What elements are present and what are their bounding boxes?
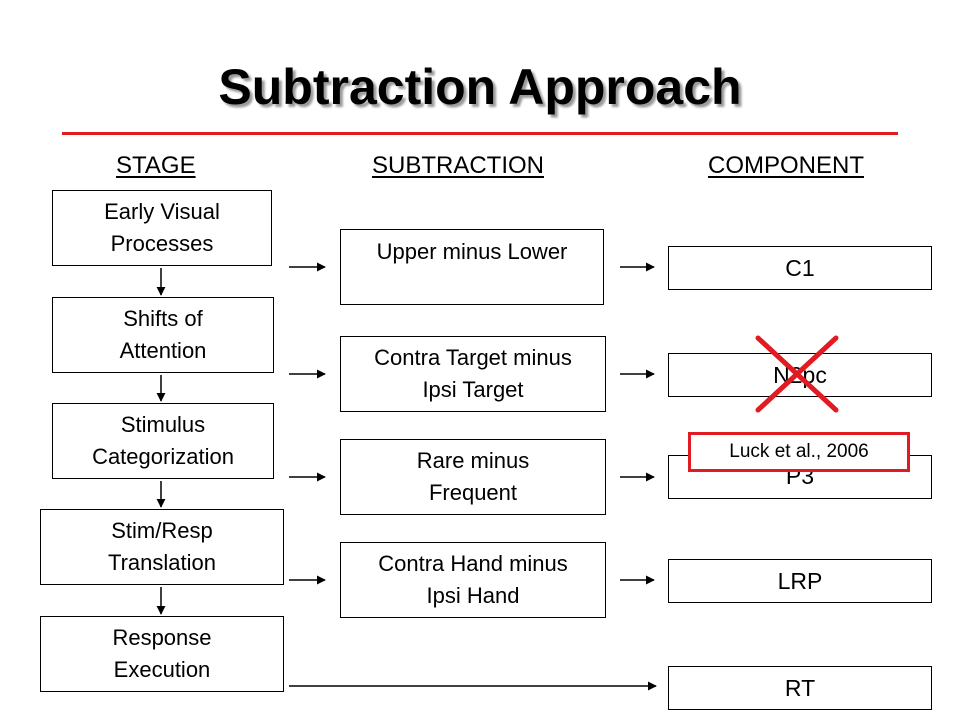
component-label: LRP — [777, 568, 823, 594]
stage-line2: Execution — [113, 657, 211, 682]
stage-line2: Translation — [107, 550, 216, 575]
stage-line1: Response — [112, 625, 212, 650]
stage-line2: Processes — [110, 231, 214, 256]
component-box-lrp: LRP — [668, 559, 932, 603]
stage-box-shifts-of-attention: Shifts of Attention — [52, 297, 274, 373]
component-box-c1: C1 — [668, 246, 932, 290]
subtraction-line1: Upper minus Lower — [376, 239, 568, 264]
title-underline — [62, 132, 898, 135]
citation-note: Luck et al., 2006 — [688, 432, 910, 472]
header-component: COMPONENT — [708, 152, 864, 179]
component-box-rt: RT — [668, 666, 932, 710]
header-stage: STAGE — [116, 152, 196, 179]
stage-line2: Attention — [119, 338, 207, 363]
component-box-n2pc: N2pc — [668, 353, 932, 397]
subtraction-line1: Contra Hand minus — [378, 551, 568, 576]
subtraction-line2: Ipsi Hand — [426, 583, 520, 608]
subtraction-line2: Frequent — [428, 480, 518, 505]
stage-line1: Stim/Resp — [111, 518, 213, 543]
stage-line1: Stimulus — [120, 412, 206, 437]
stage-line1: Shifts of — [123, 306, 203, 331]
slide-title: Subtraction Approach — [218, 59, 742, 115]
component-label: RT — [784, 675, 816, 701]
subtraction-line2: Ipsi Target — [422, 377, 524, 402]
subtraction-line1: Rare minus — [416, 448, 530, 473]
red-cross-stroke-2 — [755, 335, 839, 413]
stage-line1: Early Visual — [104, 199, 220, 224]
header-subtraction: SUBTRACTION — [372, 152, 545, 179]
subtraction-box-upper-minus-lower: Upper minus Lower — [340, 229, 604, 305]
stage-line2: Categorization — [92, 444, 234, 469]
subtraction-line1: Contra Target minus — [374, 345, 572, 370]
component-label: C1 — [785, 255, 815, 281]
